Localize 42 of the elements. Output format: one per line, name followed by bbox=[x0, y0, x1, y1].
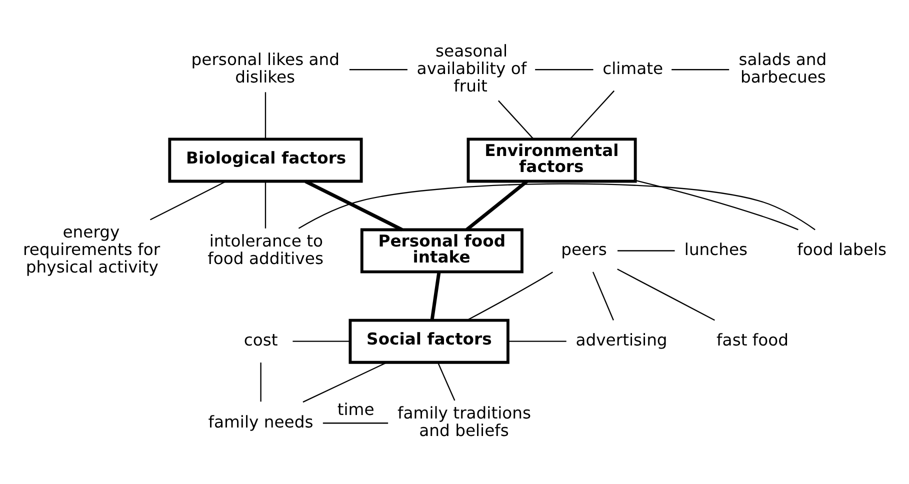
connector bbox=[508, 340, 566, 342]
connector bbox=[618, 250, 675, 252]
connector bbox=[430, 272, 441, 320]
node-box: Personal food intake bbox=[360, 228, 524, 274]
node-text: family needs bbox=[208, 412, 314, 432]
node-text: fast food bbox=[716, 330, 789, 350]
connector bbox=[570, 90, 615, 140]
connector bbox=[298, 183, 816, 230]
connector bbox=[264, 181, 266, 228]
node-box: Social factors bbox=[348, 318, 510, 364]
connector bbox=[150, 180, 226, 220]
connector bbox=[635, 180, 798, 230]
node-box: Biological factors bbox=[168, 138, 363, 183]
node-text: personal likes and dislikes bbox=[191, 50, 340, 87]
node-text: peers bbox=[561, 240, 607, 260]
connector bbox=[322, 422, 388, 424]
connector bbox=[260, 362, 262, 402]
connector bbox=[466, 272, 554, 321]
node-text: intolerance to food additives bbox=[208, 231, 324, 268]
connector bbox=[617, 268, 715, 321]
connector bbox=[304, 180, 403, 232]
node-text: salads and barbecues bbox=[738, 50, 827, 87]
node-text: lunches bbox=[684, 240, 748, 260]
connector bbox=[672, 69, 730, 70]
connector bbox=[592, 272, 614, 320]
connector bbox=[535, 69, 594, 70]
node-text: climate bbox=[602, 58, 664, 78]
node-text: seasonal availability of fruit bbox=[416, 41, 527, 96]
node-text: food labels bbox=[797, 240, 887, 260]
node-text: family traditions and beliefs bbox=[398, 404, 532, 440]
edge-label: time bbox=[337, 400, 374, 420]
connector bbox=[302, 362, 387, 403]
connector bbox=[264, 92, 266, 140]
connector bbox=[466, 180, 528, 232]
connector bbox=[498, 100, 534, 140]
connector bbox=[437, 362, 456, 401]
connector bbox=[292, 340, 350, 342]
node-text: energy requirements for physical activity bbox=[23, 222, 160, 277]
node-text: cost bbox=[244, 330, 278, 350]
connector bbox=[349, 69, 408, 70]
node-text: advertising bbox=[576, 330, 668, 350]
node-box: Environmental factors bbox=[466, 138, 637, 183]
